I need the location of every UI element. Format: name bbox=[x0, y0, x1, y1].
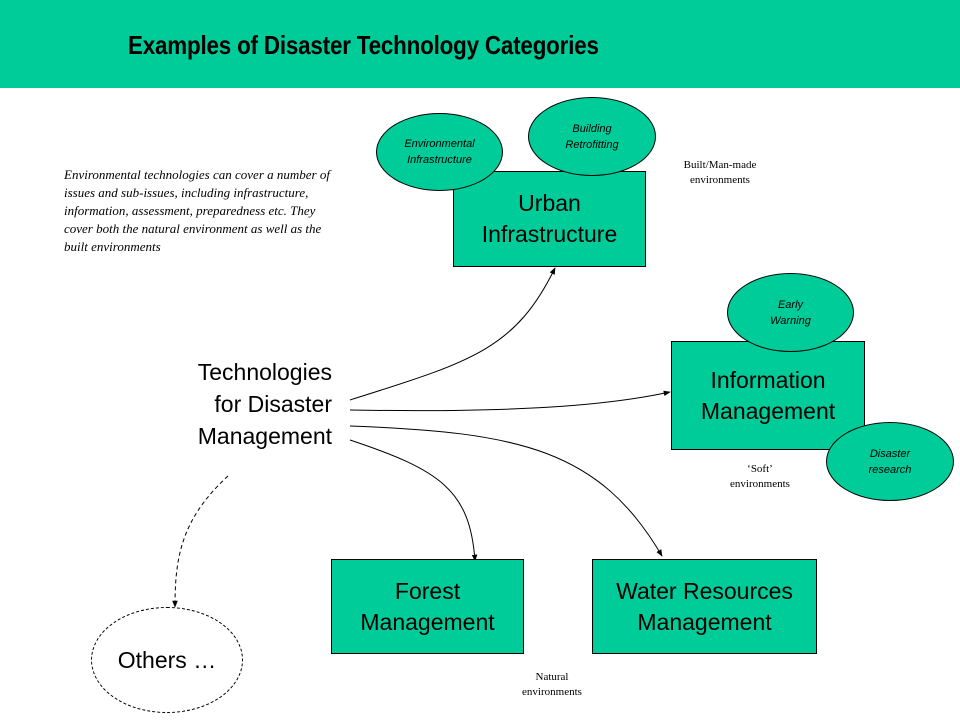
disaster-research-label: Disaster research bbox=[868, 447, 912, 476]
early-warning-label: Early Warning bbox=[770, 298, 811, 327]
disaster-research-ellipse: Disaster research bbox=[826, 422, 954, 501]
description-text: Environmental technologies can cover a n… bbox=[64, 167, 330, 254]
natural-environments-note: Natural environments bbox=[522, 671, 582, 698]
others-ellipse: Others … bbox=[91, 607, 243, 713]
slide-title: Examples of Disaster Technology Categori… bbox=[128, 30, 599, 60]
others-label: Others … bbox=[117, 646, 217, 673]
early-warning-ellipse: Early Warning bbox=[727, 273, 854, 352]
arrow-to-forest bbox=[349, 439, 478, 562]
water-resources-label: Water Resources Management bbox=[616, 577, 793, 635]
built-environments-note: Built/Man-made environments bbox=[683, 159, 757, 186]
center-label: Technologies for Disaster Management bbox=[197, 359, 332, 449]
arrow-to-water bbox=[349, 425, 663, 557]
water-resources-box: Water Resources Management bbox=[592, 559, 817, 654]
urban-infrastructure-label: Urban Infrastructure bbox=[481, 190, 618, 247]
information-management-box: Information Management bbox=[671, 341, 865, 450]
forest-management-box: Forest Management bbox=[331, 559, 524, 654]
arrow-to-urban bbox=[349, 267, 556, 401]
arrow-to-information bbox=[349, 390, 671, 412]
urban-infrastructure-box: Urban Infrastructure bbox=[453, 171, 646, 267]
environmental-infrastructure-ellipse: Environmental Infrastructure bbox=[376, 113, 503, 191]
forest-management-label: Forest Management bbox=[360, 577, 495, 635]
information-management-label: Information Management bbox=[700, 366, 836, 424]
header-bar bbox=[0, 0, 960, 88]
soft-environments-note: ‘Soft’ environments bbox=[730, 463, 790, 490]
building-retrofitting-label: Building Retrofitting bbox=[565, 122, 619, 151]
arrow-to-others bbox=[172, 475, 229, 608]
environmental-infrastructure-label: Environmental Infrastructure bbox=[404, 138, 475, 166]
building-retrofitting-ellipse: Building Retrofitting bbox=[528, 97, 656, 176]
